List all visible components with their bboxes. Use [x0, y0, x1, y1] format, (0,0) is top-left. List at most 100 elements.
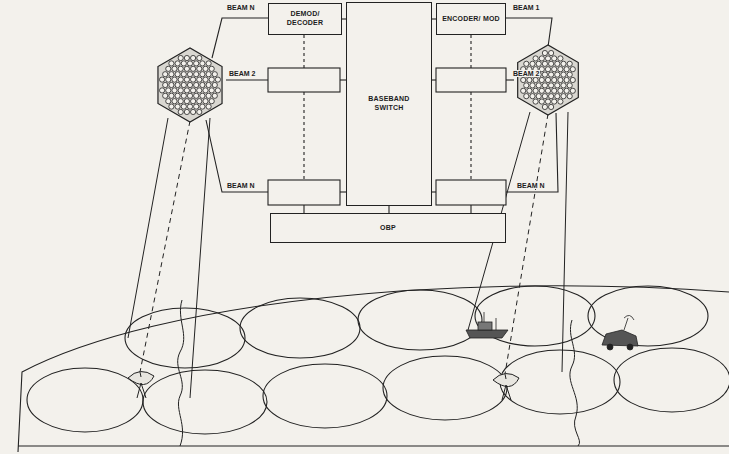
- feed-horn: [166, 77, 171, 82]
- feed-horn: [558, 56, 563, 61]
- feed-horn: [567, 94, 572, 99]
- demod-decoder-box: DEMOD/ DECODER: [268, 3, 342, 35]
- feed-horn: [542, 104, 547, 109]
- transmitter-box: [436, 68, 506, 92]
- feed-horn: [175, 104, 180, 109]
- feed-horn: [163, 72, 168, 77]
- feed-horn: [536, 83, 541, 88]
- feed-horn: [524, 94, 529, 99]
- feed-horn: [172, 88, 177, 93]
- feed-horn: [191, 55, 196, 60]
- feed-horn: [539, 77, 544, 82]
- feed-horn: [558, 88, 563, 93]
- feed-horn: [166, 88, 171, 93]
- feed-horn: [530, 61, 535, 66]
- feed-horn: [197, 99, 202, 104]
- ground-station: [128, 371, 154, 398]
- feed-horn: [542, 83, 547, 88]
- feed-horn: [172, 77, 177, 82]
- feed-horn: [212, 93, 217, 98]
- feed-horn: [555, 94, 560, 99]
- feed-horn: [567, 72, 572, 77]
- feed-horn: [536, 61, 541, 66]
- feed-horn: [200, 72, 205, 77]
- feed-horn: [181, 93, 186, 98]
- feed-horn: [555, 83, 560, 88]
- feed-horn: [181, 72, 186, 77]
- beam-label: BEAM N: [226, 182, 256, 189]
- feed-horn: [536, 94, 541, 99]
- beam-label: BEAM 1: [512, 4, 540, 11]
- feed-horn: [564, 67, 569, 72]
- feed-horn: [549, 72, 554, 77]
- feed-horn: [200, 82, 205, 87]
- receiver-box: [268, 180, 340, 205]
- feed-horn: [545, 88, 550, 93]
- feed-horn: [184, 77, 189, 82]
- feed-horn: [567, 61, 572, 66]
- feed-horn: [200, 93, 205, 98]
- feed-horn: [542, 61, 547, 66]
- feed-horn: [178, 77, 183, 82]
- feed-horn: [549, 104, 554, 109]
- feed-horn: [521, 77, 526, 82]
- feed-horn: [206, 72, 211, 77]
- feed-horn: [521, 88, 526, 93]
- feed-horn: [191, 77, 196, 82]
- feed-horn: [533, 88, 538, 93]
- transmitter-box: [436, 180, 506, 205]
- feed-horn: [187, 93, 192, 98]
- feed-horn: [539, 56, 544, 61]
- feed-horn: [545, 67, 550, 72]
- connector: [388, 206, 389, 213]
- box-label: ENCODER/ MOD: [440, 14, 502, 25]
- feed-horn: [533, 99, 538, 104]
- feed-horn: [184, 109, 189, 114]
- coastline: [570, 320, 580, 446]
- feed-horn: [184, 99, 189, 104]
- feed-horn: [533, 77, 538, 82]
- feed-horn: [206, 93, 211, 98]
- feed-horn: [172, 99, 177, 104]
- feed-horn: [194, 104, 199, 109]
- feed-horn: [160, 88, 165, 93]
- feed-horn: [552, 56, 557, 61]
- feed-horn: [169, 104, 174, 109]
- feed-horn: [549, 94, 554, 99]
- box-label: DEMOD/ DECODER: [271, 9, 339, 29]
- feed-horn: [533, 56, 538, 61]
- baseband-switch-box: BASEBAND SWITCH: [346, 2, 432, 206]
- feed-horn: [184, 55, 189, 60]
- feed-horn: [561, 61, 566, 66]
- encoder-mod-box: ENCODER/ MOD: [436, 3, 506, 35]
- feed-horn: [561, 94, 566, 99]
- feed-horn: [527, 77, 532, 82]
- feed-horn: [215, 88, 220, 93]
- feed-horn: [552, 88, 557, 93]
- feed-horn: [200, 104, 205, 109]
- feed-horn: [184, 66, 189, 71]
- feed-horn: [564, 88, 569, 93]
- feed-horn: [530, 94, 535, 99]
- feed-horn: [200, 61, 205, 66]
- feed-horn: [206, 61, 211, 66]
- beam-label: BEAM 2: [512, 70, 540, 77]
- feed-horn: [181, 82, 186, 87]
- reflector-outline: [518, 45, 579, 115]
- feed-horn: [187, 104, 192, 109]
- feed-horn: [191, 109, 196, 114]
- ground-station: [493, 373, 519, 400]
- feed-horn: [194, 93, 199, 98]
- feed-horn: [552, 67, 557, 72]
- box-label: OBP: [378, 223, 398, 234]
- beam-label: BEAM 2: [228, 70, 256, 77]
- feed-horn: [175, 82, 180, 87]
- coastline: [178, 300, 184, 446]
- feed-horn: [203, 99, 208, 104]
- feed-horn: [191, 99, 196, 104]
- feed-horn: [209, 99, 214, 104]
- feed-horn: [191, 66, 196, 71]
- feed-horn: [203, 66, 208, 71]
- feed-horn: [555, 72, 560, 77]
- ship: [466, 312, 508, 338]
